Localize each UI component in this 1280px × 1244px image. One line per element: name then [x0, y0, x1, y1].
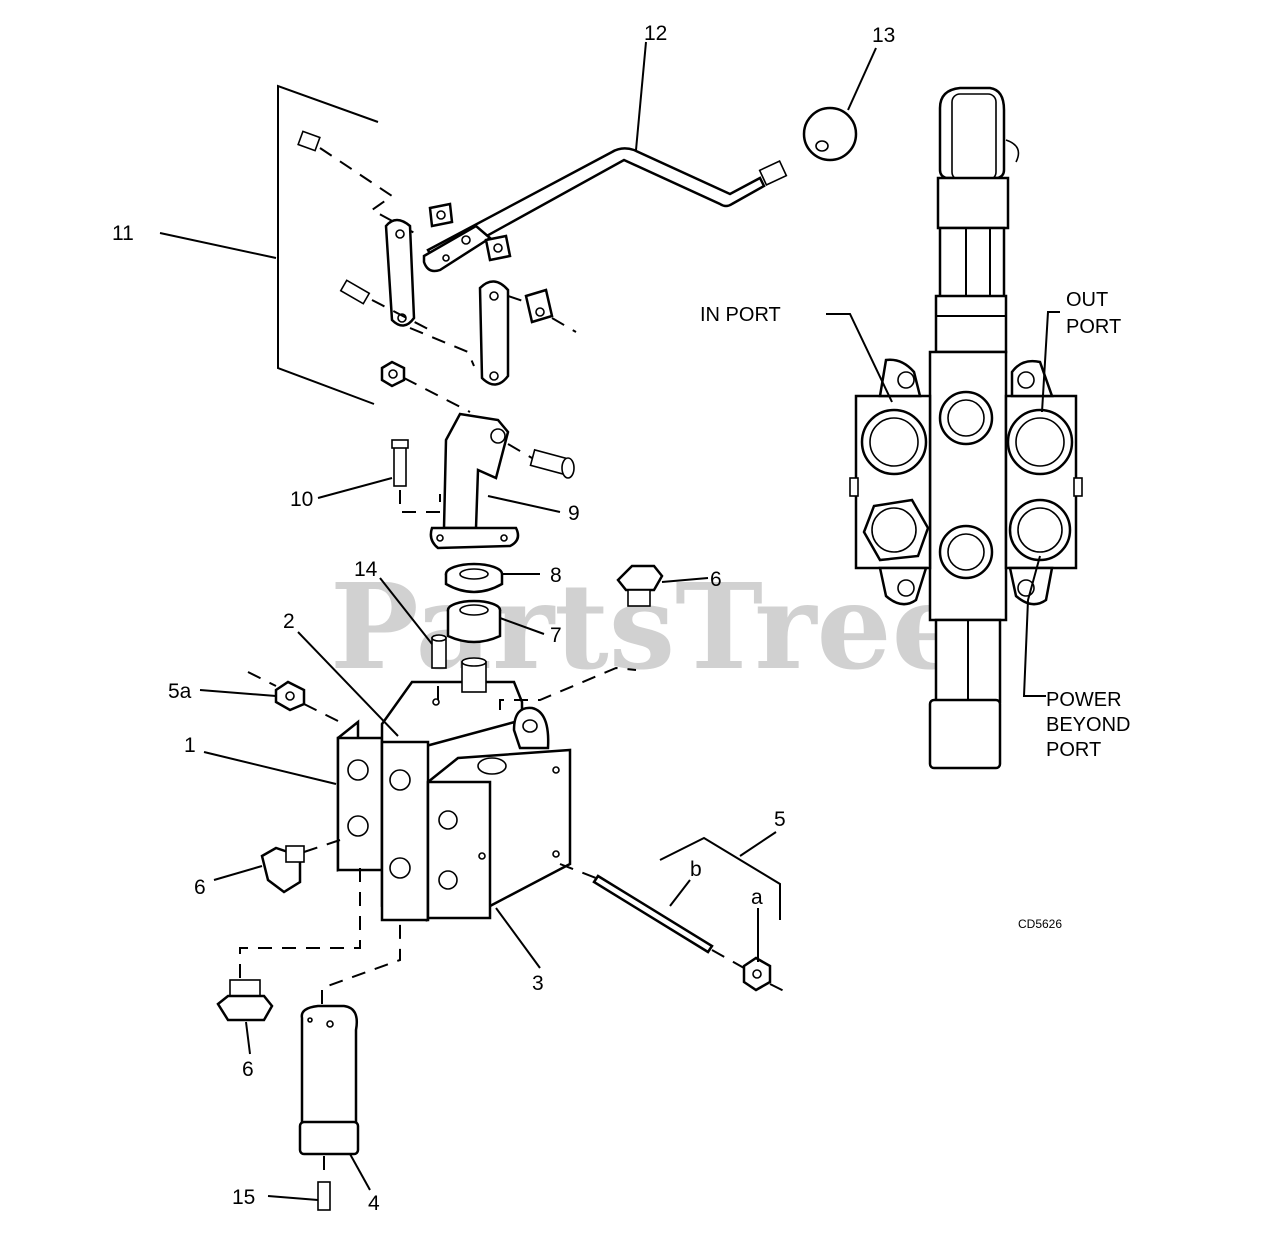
in-port-label: IN PORT: [700, 304, 781, 326]
linkage-parts: [297, 130, 577, 413]
out-port-label-line1: OUT: [1066, 289, 1108, 311]
lever-knob: [802, 47, 877, 162]
callout-b: b: [690, 858, 702, 881]
callout-12: 12: [644, 22, 667, 45]
callout-6-top: 6: [710, 568, 722, 591]
power-beyond-label-line2: BEYOND: [1046, 714, 1130, 736]
callout-10: 10: [290, 488, 313, 511]
port-labels: IN PORT OUT PORT POWER BEYOND PORT: [700, 289, 1130, 761]
cap-screw: [267, 1156, 331, 1211]
bracket-screw: [317, 439, 441, 513]
plug-bottom: [216, 864, 361, 1055]
callout-1: 1: [184, 734, 196, 757]
callout-5a: 5a: [168, 680, 192, 703]
linkage-kit-bracket: [159, 84, 379, 405]
dowel-pin: [379, 577, 447, 669]
callout-3: 3: [532, 972, 544, 995]
seal-rings: [444, 562, 545, 644]
callout-13: 13: [872, 24, 895, 47]
assembled-valve: [826, 86, 1083, 770]
pivot-bracket: [429, 412, 575, 550]
callouts: 1 2 3 4 5 5a 6 6 6 7 8 9 10 11 12 13 14 …: [112, 22, 895, 1215]
callout-2: 2: [283, 610, 295, 633]
callout-5: 5: [774, 808, 786, 831]
drawing-code: CD5626: [1018, 917, 1062, 931]
plug-top: [616, 564, 709, 607]
lever-handle: [426, 41, 788, 266]
callout-8: 8: [550, 564, 562, 587]
out-port-label-line2: PORT: [1066, 316, 1121, 338]
callout-a: a: [751, 886, 763, 909]
plug-left: [213, 839, 341, 894]
callout-14: 14: [354, 558, 378, 581]
callout-6-bottom: 6: [242, 1058, 254, 1081]
callout-6-left: 6: [194, 876, 206, 899]
callout-9: 9: [568, 502, 580, 525]
power-beyond-label-line1: POWER: [1046, 689, 1122, 711]
nut-5a: [199, 671, 341, 723]
power-beyond-label-line3: PORT: [1046, 739, 1101, 761]
tie-rod-kit: [559, 831, 791, 995]
valve-body: [203, 631, 637, 969]
callout-11: 11: [112, 222, 134, 245]
callout-4: 4: [368, 1192, 380, 1215]
callout-15: 15: [232, 1186, 255, 1209]
callout-7: 7: [550, 624, 562, 647]
end-cap: [298, 924, 401, 1191]
